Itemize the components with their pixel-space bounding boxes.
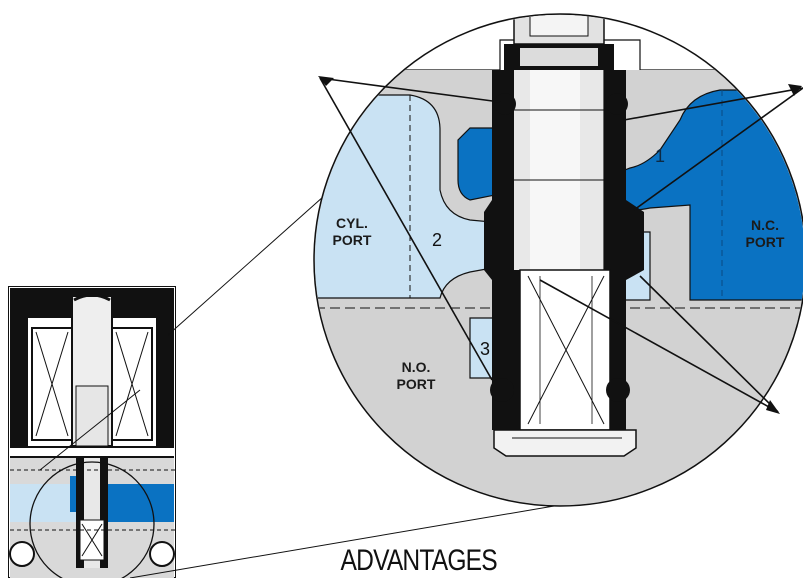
o-ring-bottom-right xyxy=(606,378,630,402)
advantages-heading: ADVANTAGES xyxy=(340,544,498,577)
overview-magnifier-circle xyxy=(29,461,155,578)
no-port-label-line1: N.O. xyxy=(402,359,431,375)
overview-cyl-passage xyxy=(10,484,80,522)
arrowhead-right-top xyxy=(788,84,802,96)
callout-leaders xyxy=(319,77,803,413)
cyl-port-label-line1: CYL. xyxy=(336,215,368,231)
magnified-section: CYL. PORT N.C. PORT N.O. PORT 1 2 3 xyxy=(313,13,803,507)
cyl-port-passage xyxy=(315,94,493,299)
nc-port-passage xyxy=(619,89,803,301)
zoom-line-bottom xyxy=(129,504,561,578)
nc-port-label-line1: N.C. xyxy=(751,217,779,233)
overview-nc-passage xyxy=(108,484,174,522)
o-ring-top-left xyxy=(494,93,516,115)
spring-cage xyxy=(519,269,611,431)
nc-port-label-line2: PORT xyxy=(746,234,785,250)
base-cap xyxy=(493,429,637,457)
zoom-line-top xyxy=(167,179,343,336)
o-ring-top-right xyxy=(606,93,628,115)
cyl-port-label-line2: PORT xyxy=(333,232,372,248)
arrowhead-right-bottom xyxy=(766,400,780,414)
no-port-label-line2: PORT xyxy=(397,376,436,392)
port-number-3: 3 xyxy=(480,339,490,359)
port-number-1: 1 xyxy=(655,146,665,166)
arrowhead-left xyxy=(318,76,334,86)
o-ring-bottom-left xyxy=(490,378,514,402)
overview-valve xyxy=(8,286,176,578)
port-number-2: 2 xyxy=(432,230,442,250)
